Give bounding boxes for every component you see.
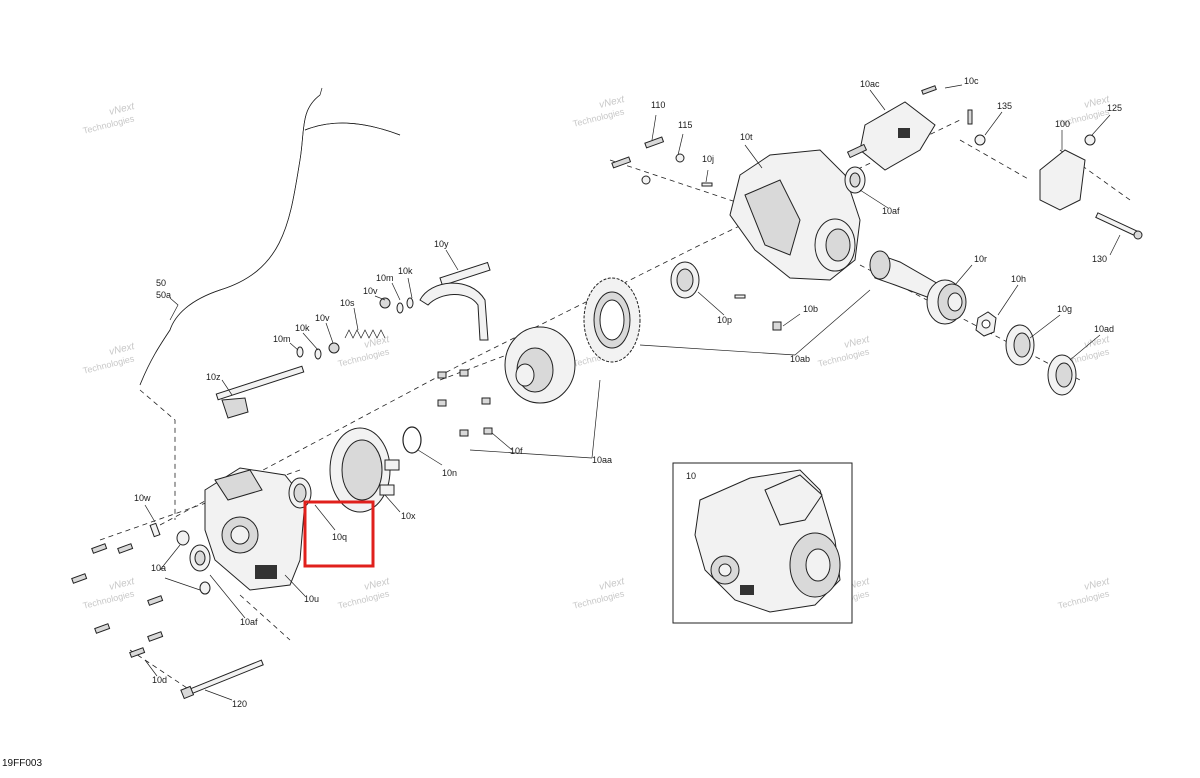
ring-gear-carrier-10x [329, 427, 400, 513]
callout-10v: 10v [315, 313, 330, 323]
bolts-10d [71, 543, 164, 658]
pinion-shaft [869, 250, 941, 301]
callout-10g: 10g [1057, 304, 1072, 314]
callout-130: 130 [1092, 254, 1107, 264]
callout-120: 120 [232, 699, 247, 709]
callout-labels: 50 50a 10z 10m 10k 10v 10s 10v 10m 10k 1… [134, 76, 1122, 709]
bracket-100 [974, 134, 1143, 240]
callout-10k: 10k [295, 323, 310, 333]
callout-10c: 10c [964, 76, 979, 86]
seal-10ad [1047, 354, 1077, 396]
callout-10ac: 10ac [860, 79, 880, 89]
left-housing-10u [204, 467, 306, 591]
callout-10h: 10h [1011, 274, 1026, 284]
callout-10p: 10p [717, 315, 732, 325]
callout-10a: 10a [151, 563, 166, 573]
callout-10aa: 10aa [592, 455, 612, 465]
watermark-text: Technologies [817, 346, 871, 369]
spring-10s [344, 329, 386, 339]
watermark-text: Technologies [572, 588, 626, 611]
inset-assembly-box: 10 [672, 462, 853, 624]
shift-shaft-10z [215, 365, 305, 419]
watermark-text: Technologies [82, 113, 136, 136]
screws-10f [437, 369, 493, 437]
watermark-text: Technologies [572, 106, 626, 129]
callout-10ab: 10ab [790, 354, 810, 364]
differential-10aa [504, 326, 576, 404]
callout-10b: 10b [803, 304, 818, 314]
callout-115: 115 [678, 120, 692, 130]
breather-hose [139, 87, 401, 386]
callout-10n: 10n [442, 468, 457, 478]
dowel-pins-10j [701, 182, 746, 299]
inset-label: 10 [686, 471, 696, 481]
watermark-text: Technologies [337, 346, 391, 369]
highlight-box-10q[interactable]: 10q [303, 500, 375, 568]
callout-50: 50 [156, 278, 166, 288]
callout-10z: 10z [206, 372, 221, 382]
ring-gear-10ab [583, 277, 641, 363]
callout-10af: 10af [882, 206, 900, 216]
callout-10t: 10t [740, 132, 753, 142]
bearing-10p [670, 261, 700, 299]
callout-10w: 10w [134, 493, 151, 503]
watermark-text: Technologies [337, 588, 391, 611]
callout-10s: 10s [340, 298, 355, 308]
inset-assembled-transmission [694, 469, 841, 613]
callout-10j: 10j [702, 154, 714, 164]
figure-id: 19FF003 [2, 758, 42, 769]
callout-10x: 10x [401, 511, 416, 521]
callout-10af: 10af [240, 617, 258, 627]
callout-10f: 10f [510, 446, 523, 456]
seal-10af-top [844, 166, 866, 194]
plug-10b [772, 321, 782, 331]
small-washers [296, 297, 414, 360]
callout-10m: 10m [273, 334, 291, 344]
nut-10h [975, 311, 997, 337]
actuator-10ac [846, 101, 936, 171]
callout-10v: 10v [363, 286, 378, 296]
callout-10r: 10r [974, 254, 987, 264]
leader-lines [144, 84, 1121, 701]
watermark-text: Technologies [82, 353, 136, 376]
bolts-110-115 [611, 85, 973, 185]
seal-10af-bottom [189, 544, 211, 572]
assembly-axis-lines [99, 119, 1131, 691]
washer-10g [1005, 324, 1035, 366]
watermark-text: Technologies [1057, 588, 1111, 611]
callout-10d: 10d [152, 675, 167, 685]
callout-10ad: 10ad [1094, 324, 1114, 334]
callout-10u: 10u [304, 594, 319, 604]
o-ring-10n [402, 426, 422, 454]
bushing-10a [176, 530, 211, 595]
long-bolt-120 [180, 659, 264, 700]
callout-135: 135 [997, 101, 1012, 111]
bearing-10r [926, 279, 967, 325]
watermark-text: Technologies [82, 588, 136, 611]
callout-10q: 10q [332, 532, 347, 542]
callout-10m: 10m [376, 273, 394, 283]
callout-10y: 10y [434, 239, 449, 249]
callout-110: 110 [651, 100, 665, 110]
pin-10w [149, 522, 161, 538]
callout-50a: 50a [156, 290, 171, 300]
right-housing-10t [729, 149, 861, 281]
shift-fork-10y [419, 261, 491, 341]
callout-125: 125 [1107, 103, 1122, 113]
callout-10k: 10k [398, 266, 413, 276]
callout-100: 100 [1055, 119, 1070, 129]
